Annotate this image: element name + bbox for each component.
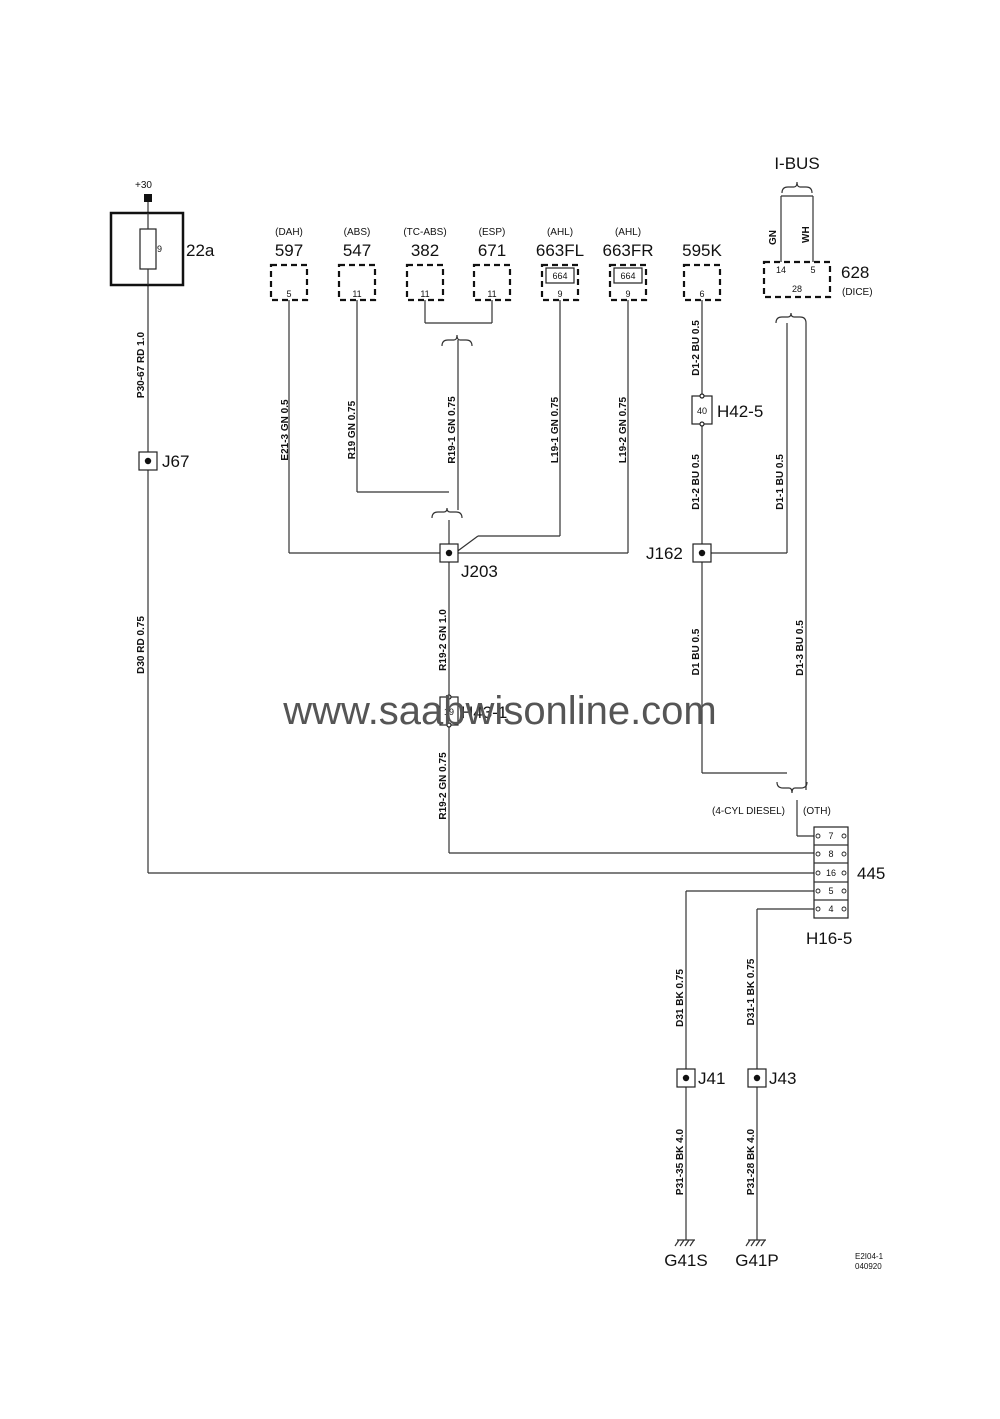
wire-label-d1-2-upper: D1-2 BU 0.5: [691, 320, 702, 376]
fuse-22a: 9 22a: [109, 211, 215, 287]
module-pin: 11: [487, 289, 496, 299]
wire-label-r19-2-lower: R19-2 GN 0.75: [438, 752, 449, 820]
module-pin: 11: [420, 289, 429, 299]
wire-label-e21-3: E21-3 GN 0.5: [280, 399, 291, 461]
wire-label-r19-1: R19-1 GN 0.75: [447, 396, 458, 464]
splice-j67: J67: [138, 451, 189, 471]
dlc-pin: 4: [828, 904, 833, 914]
supply-label: +30: [135, 180, 152, 191]
module-pin: 11: [352, 289, 361, 299]
module-id: 663FL: [536, 241, 584, 260]
wire-label-d30: D30 RD 0.75: [136, 616, 147, 674]
splice-label: J203: [461, 562, 498, 581]
drawing-code: E2I04-1 040920: [855, 1252, 884, 1271]
splice-j43: J43: [747, 1068, 796, 1088]
dlc-id: 445: [857, 864, 885, 883]
splice-j203: J203: [439, 543, 498, 581]
fuse-id: 22a: [186, 241, 215, 260]
ibus-gn-label: GN: [768, 230, 779, 245]
connector-h42-5: 40 H42-5: [691, 393, 763, 427]
module-663fl: (AHL) 663FL 664 9: [536, 227, 584, 302]
connector-label: H42-5: [717, 402, 763, 421]
module-system: (TC-ABS): [403, 227, 446, 238]
drawing-code-line2: 040920: [855, 1262, 882, 1271]
splice-label: J43: [769, 1069, 796, 1088]
module-pin: 6: [699, 289, 704, 299]
module-671: (ESP) 671 11: [472, 227, 512, 302]
module-382: (TC-ABS) 382 11: [403, 227, 447, 302]
variant-diesel: (4-CYL DIESEL): [712, 806, 785, 817]
module-id: 595K: [682, 241, 722, 260]
dice-pin-bottom: 28: [792, 284, 802, 294]
module-pin: 9: [625, 289, 630, 299]
drawing-code-line1: E2I04-1: [855, 1252, 884, 1261]
module-system: (ABS): [344, 227, 371, 238]
ground-label: G41P: [735, 1251, 778, 1270]
splice-label: J41: [698, 1069, 725, 1088]
splice-j41: J41: [676, 1068, 725, 1088]
ground-g41s: G41S: [664, 1239, 708, 1270]
module-547: (ABS) 547 11: [337, 227, 377, 302]
ground-g41p: G41P: [735, 1239, 779, 1270]
wire-label-d31: D31 BK 0.75: [675, 969, 686, 1027]
wire-label-d1-1: D1-1 BU 0.5: [775, 454, 786, 510]
dlc-pin: 5: [828, 886, 833, 896]
ibus-wh-label: WH: [801, 226, 812, 243]
module-595k: 595K 6: [682, 241, 723, 302]
dice-pin-gn: 14: [776, 265, 786, 275]
wire-label-d1: D1 BU 0.5: [691, 628, 702, 675]
module-id: 547: [343, 241, 371, 260]
wire-label-r19: R19 GN 0.75: [347, 400, 358, 459]
dice-sub: (DICE): [842, 287, 873, 298]
dlc-pin: 16: [826, 868, 836, 878]
supply-plus30: +30: [135, 180, 152, 202]
variant-labels: (4-CYL DIESEL) (OTH): [712, 806, 831, 817]
dlc-445: 7 8 16 5 4 445 H16-5: [806, 826, 885, 948]
connector-pin: 19: [444, 707, 454, 717]
connector-pin: 40: [697, 406, 707, 416]
module-inner-connector: 664: [620, 271, 635, 281]
wire-label-d1-2-lower: D1-2 BU 0.5: [691, 454, 702, 510]
module-inner-connector: 664: [552, 271, 567, 281]
variant-other: (OTH): [803, 806, 831, 817]
splice-label: J67: [162, 452, 189, 471]
dice-id: 628: [841, 263, 869, 282]
connector-label: H43-1: [461, 703, 507, 722]
module-id: 663FR: [602, 241, 653, 260]
splice-label: J162: [646, 544, 683, 563]
dlc-pin: 7: [828, 831, 833, 841]
option-brackets: [431, 181, 813, 794]
wire-label-d1-3: D1-3 BU 0.5: [795, 620, 806, 676]
module-pin: 9: [557, 289, 562, 299]
module-id: 382: [411, 241, 439, 260]
module-597: (DAH) 597 5: [269, 227, 309, 302]
wire-label-r19-2-upper: R19-2 GN 1.0: [438, 609, 449, 671]
splice-j162: J162: [646, 543, 712, 563]
wire-label-p31-35: P31-35 BK 4.0: [675, 1128, 686, 1195]
module-system: (AHL): [547, 227, 573, 238]
wire-label-d31-1: D31-1 BK 0.75: [746, 958, 757, 1025]
module-id: 597: [275, 241, 303, 260]
dlc-pin: 8: [828, 849, 833, 859]
module-663fr: (AHL) 663FR 664 9: [602, 227, 654, 302]
module-pin: 5: [286, 289, 291, 299]
module-system: (ESP): [479, 227, 506, 238]
fuse-pin: 9: [157, 244, 162, 254]
ground-label: G41S: [664, 1251, 707, 1270]
dice-pin-wh: 5: [810, 265, 815, 275]
module-system: (DAH): [275, 227, 303, 238]
wire-labels: P30-67 RD 1.0 D30 RD 0.75 E21-3 GN 0.5 R…: [136, 320, 806, 1195]
module-id: 671: [478, 241, 506, 260]
wire-label-l19-2: L19-2 GN 0.75: [618, 396, 629, 463]
dlc-connector-id: H16-5: [806, 929, 852, 948]
ibus-label: I-BUS: [774, 154, 819, 173]
wire-label-l19-1: L19-1 GN 0.75: [550, 396, 561, 463]
wire-label-p30-67: P30-67 RD 1.0: [136, 331, 147, 398]
watermark: www.saabwisonline.com: [282, 689, 717, 733]
connector-h43-1: 19 H43-1: [439, 694, 507, 728]
module-system: (AHL): [615, 227, 641, 238]
module-628-dice: I-BUS GN WH 14 5 28 628 (DICE): [762, 154, 873, 299]
wire-label-p31-28: P31-28 BK 4.0: [746, 1128, 757, 1195]
